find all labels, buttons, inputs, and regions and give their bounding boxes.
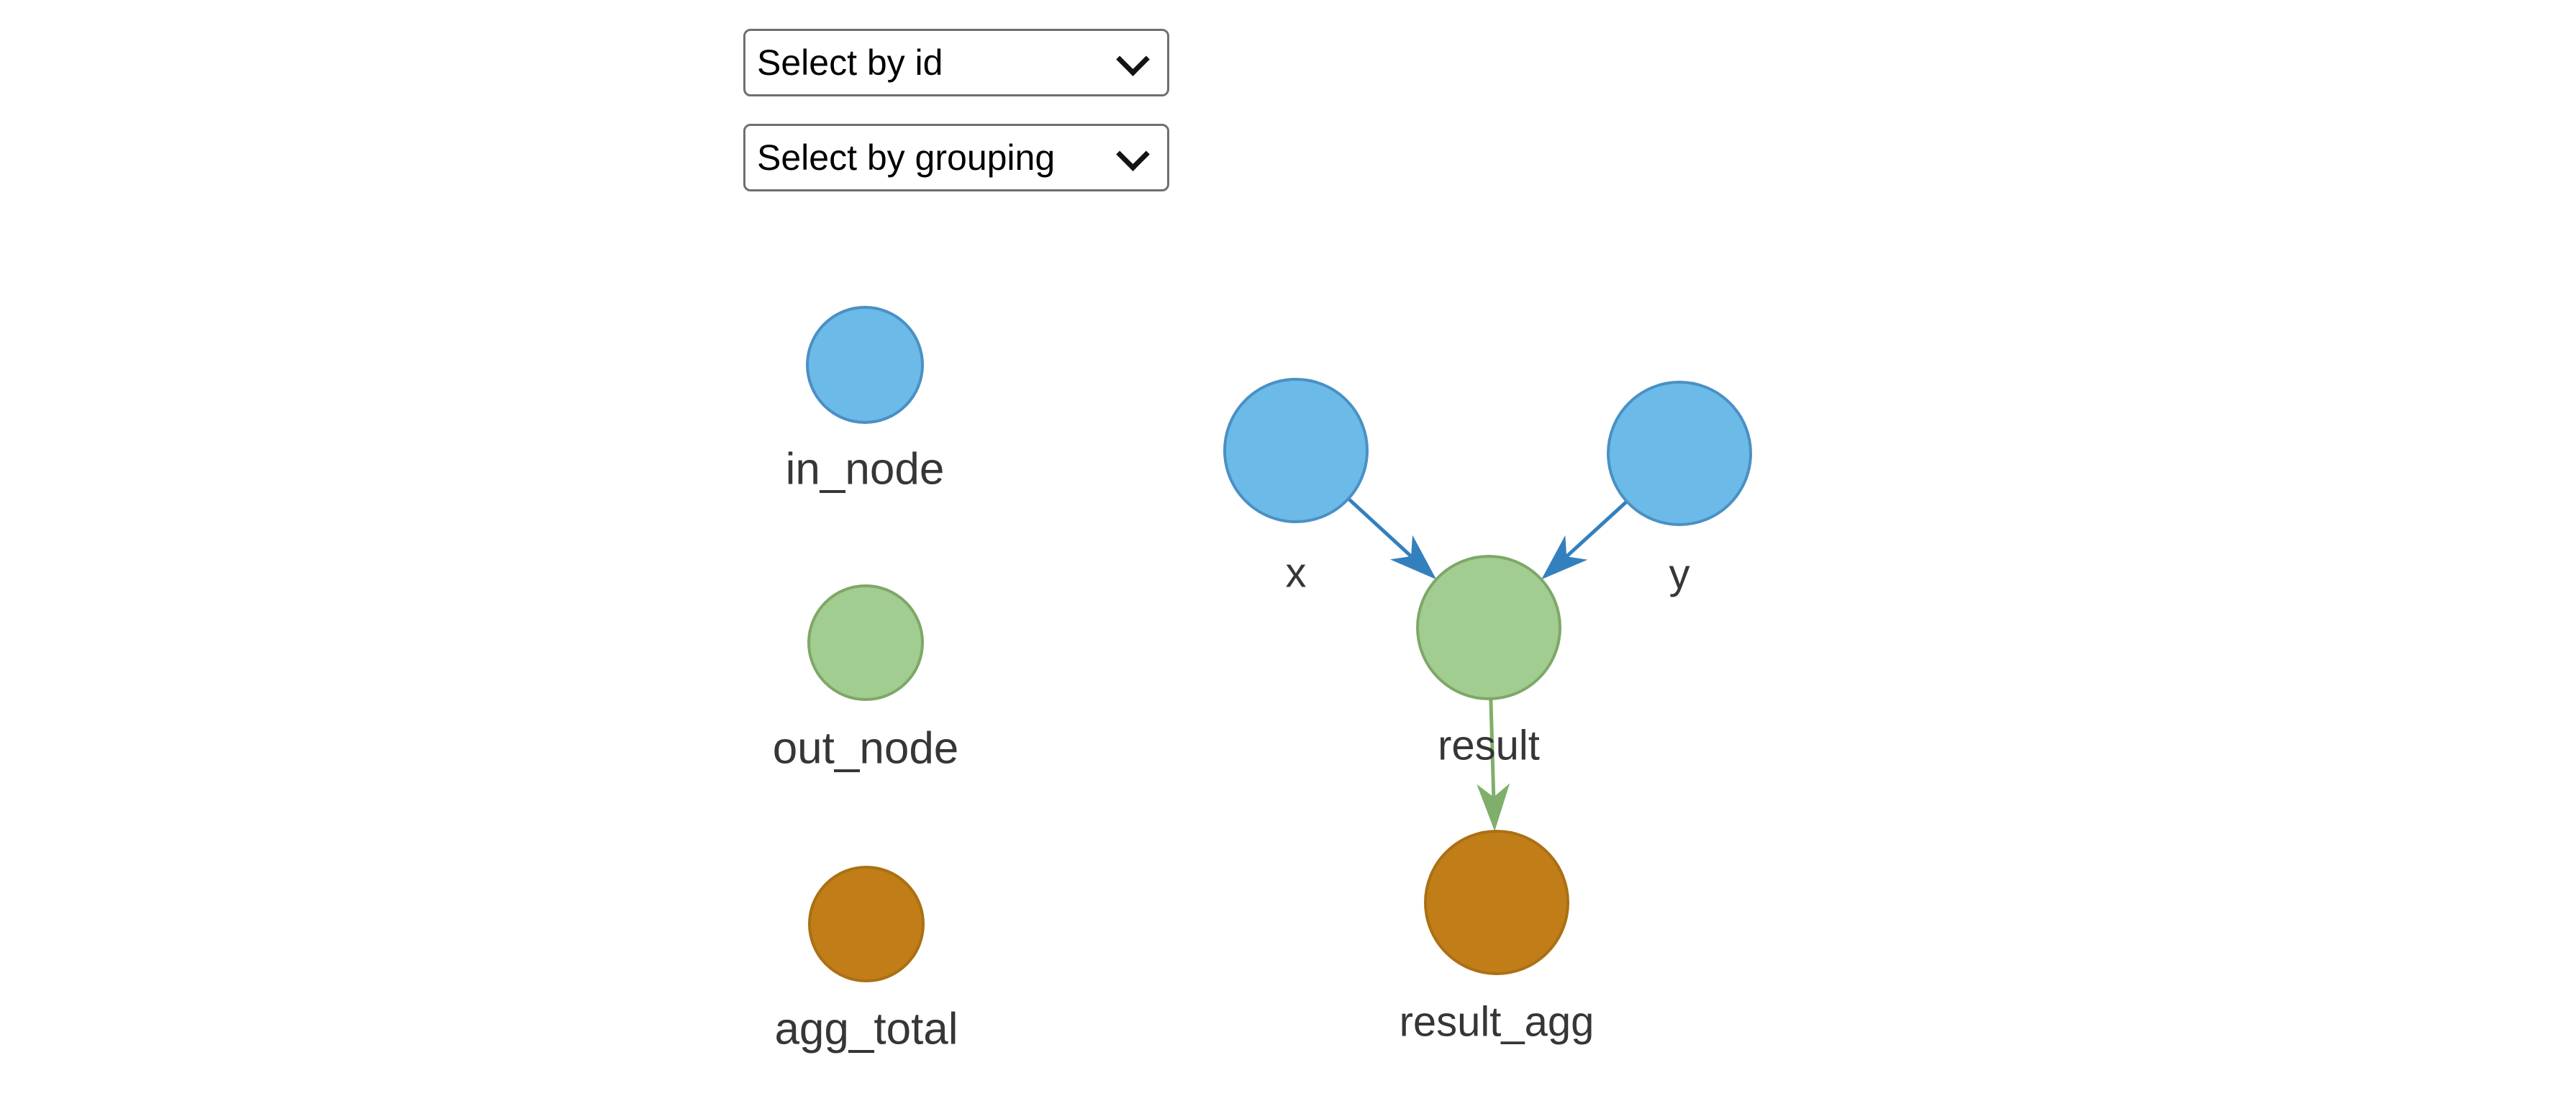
select-by-grouping[interactable]: Select by grouping: [743, 124, 1169, 191]
graph-node-x[interactable]: [1223, 378, 1369, 523]
node-label-x: x: [1286, 550, 1307, 597]
legend-label-out_node: out_node: [773, 724, 959, 774]
edge-line: [1565, 499, 1628, 558]
node-label-result: result: [1438, 723, 1540, 769]
legend-label-agg_total: agg_total: [774, 1005, 958, 1054]
legend-node-out_node: [807, 584, 924, 701]
edges-layer: [1347, 497, 1628, 831]
node-label-y: y: [1669, 551, 1690, 598]
arrowhead-icon: [1389, 535, 1437, 580]
legend-node-in_node: [806, 306, 924, 424]
arrowhead-icon: [1477, 783, 1510, 831]
graph-node-result_agg[interactable]: [1424, 830, 1569, 975]
graph-node-y[interactable]: [1607, 381, 1752, 526]
legend-label-in_node: in_node: [786, 445, 945, 494]
edge-x-result: [1347, 497, 1437, 580]
select-by-id-wrapper: Select by id: [743, 29, 1169, 96]
legend-node-agg_total: [808, 866, 925, 982]
graph-node-result[interactable]: [1416, 555, 1561, 700]
edge-line: [1489, 698, 1496, 797]
arrowhead-icon: [1541, 535, 1588, 580]
edge-line: [1347, 497, 1412, 558]
edge-y-result: [1541, 499, 1628, 580]
select-by-id[interactable]: Select by id: [743, 29, 1169, 96]
nodes-layer: [806, 306, 1752, 982]
select-by-grouping-wrapper: Select by grouping: [743, 124, 1169, 191]
node-label-result_agg: result_agg: [1400, 999, 1595, 1046]
edge-result-result_agg: [1477, 698, 1510, 831]
labels-layer: in_node out_node agg_total x y result result_a…: [773, 445, 1690, 1054]
